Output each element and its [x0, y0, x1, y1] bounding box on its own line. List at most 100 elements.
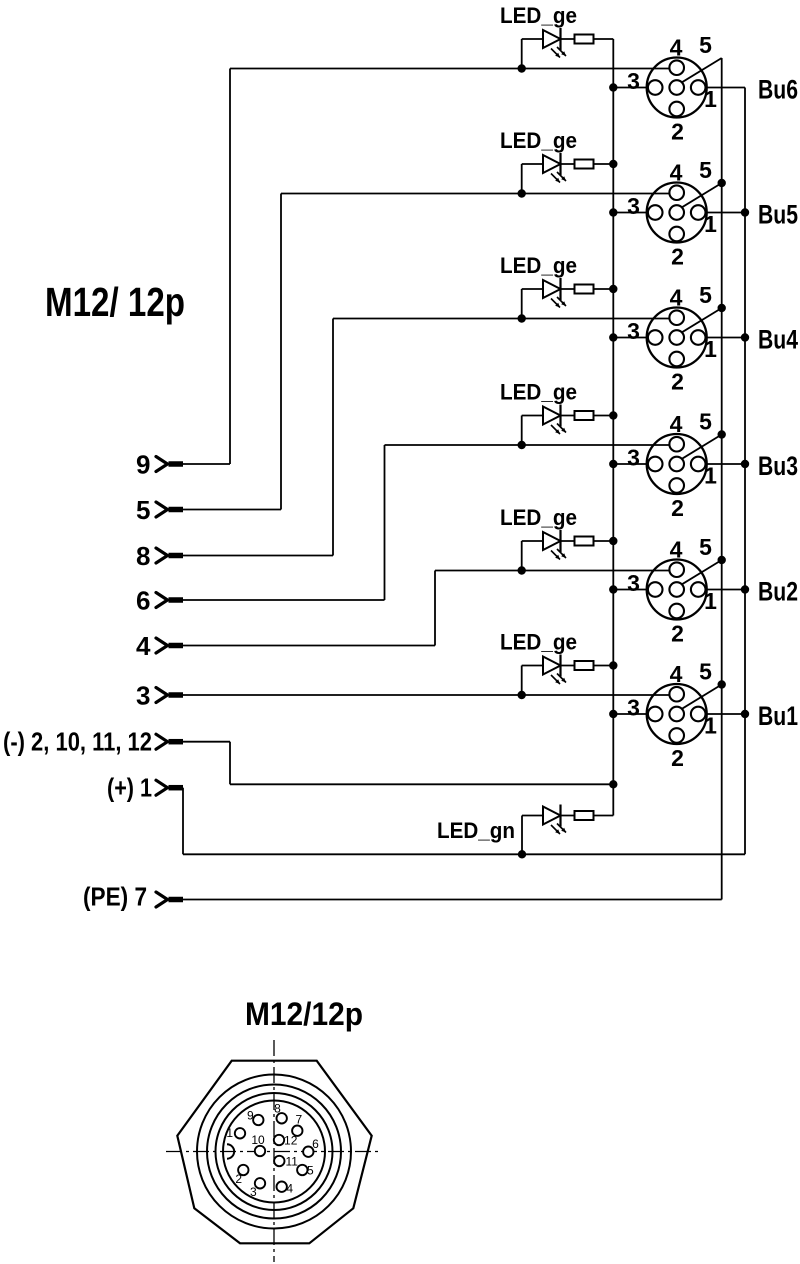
component-layer — [517, 28, 750, 859]
resistor — [573, 810, 595, 821]
junction-dot — [740, 333, 750, 342]
junction-dot — [517, 189, 526, 198]
terminal-contact-symbol — [154, 500, 183, 519]
terminal-contact-symbol — [154, 685, 183, 705]
junction-dot — [609, 536, 618, 546]
terminal-layer — [154, 454, 183, 909]
socket-pin-hole — [689, 204, 707, 221]
socket-bu6 — [645, 56, 708, 119]
socket-pin-hole — [646, 329, 664, 346]
socket-pin2-label: 2 — [671, 745, 684, 771]
terminal-chevron-icon — [154, 590, 170, 610]
socket-pin4-label: 4 — [670, 285, 683, 311]
led-arrow-head — [561, 827, 566, 833]
socket-name-label: Bu4 — [758, 325, 798, 355]
socket-pin-hole — [689, 329, 707, 346]
socket-name-label: Bu6 — [758, 75, 798, 105]
led-ge-label: LED_ge — [500, 128, 577, 153]
led-arrow-head — [561, 553, 566, 558]
pe-terminal-label: (PE) 7 — [83, 882, 147, 912]
junction-dot — [609, 709, 618, 719]
led-arrow-head — [555, 52, 560, 58]
face-pin-label-11: 11 — [285, 1154, 298, 1168]
led-ge-diode — [542, 654, 563, 677]
junction-dot — [517, 64, 526, 73]
socket-pin5-label: 5 — [699, 409, 712, 435]
socket-pin-hole — [646, 204, 664, 221]
socket-pin-hole — [668, 561, 686, 579]
socket-pin3-label: 3 — [627, 570, 640, 596]
face-pin-hole-12 — [272, 1133, 286, 1147]
junction-dot — [717, 680, 726, 689]
socket-pin1-label: 1 — [704, 86, 717, 112]
junction-dot — [717, 555, 726, 565]
terminal-pin-number: 8 — [136, 541, 150, 571]
terminal-chevron-icon — [154, 890, 170, 909]
socket-name-label: Bu5 — [758, 200, 798, 230]
led-ge-label: LED_ge — [500, 380, 577, 405]
face-pin-hole-9 — [252, 1113, 265, 1127]
socket-pin-hole — [668, 602, 686, 620]
led-arrow-head — [555, 829, 560, 834]
junction-dot — [609, 83, 618, 92]
led-arrow-head — [561, 51, 566, 56]
terminal-pin-number: 3 — [136, 681, 150, 711]
socket-pin5-label: 5 — [699, 659, 712, 685]
terminal-chevron-icon — [154, 500, 170, 519]
socket-pin2-label: 2 — [671, 621, 684, 647]
socket-pin-hole — [668, 309, 686, 327]
junction-dot — [517, 850, 527, 859]
face-pin-hole-10 — [253, 1144, 267, 1158]
led-arrow-head — [561, 301, 566, 306]
socket-pin3-label: 3 — [627, 445, 640, 471]
socket-pin1-label: 1 — [704, 211, 717, 237]
led-arrow-head — [555, 429, 560, 434]
junction-dot — [717, 430, 726, 439]
socket-bu5 — [645, 181, 708, 244]
socket-pin-hole — [689, 705, 707, 723]
socket-pin-hole — [668, 581, 686, 598]
socket-name-label: Bu2 — [758, 577, 798, 607]
socket-pin5-label: 5 — [699, 282, 712, 308]
led-ge-diode — [542, 530, 563, 552]
socket-pin5-label: 5 — [699, 157, 712, 183]
led-arrow-head — [561, 176, 566, 181]
socket-pin5-label: 5 — [699, 534, 712, 560]
plus-terminal-label: (+) 1 — [107, 773, 152, 803]
junction-dot — [740, 459, 750, 469]
socket-pin4-label: 4 — [670, 35, 683, 61]
socket-pin-hole — [668, 79, 686, 96]
terminal-contact-symbol — [154, 590, 183, 610]
junction-dot — [740, 208, 750, 217]
socket-pin-hole — [689, 581, 707, 598]
socket-pin4-label: 4 — [670, 537, 683, 563]
socket-pin-hole — [646, 79, 664, 96]
led-arrow-head — [555, 554, 560, 560]
junction-dot — [517, 314, 526, 323]
socket-pin2-label: 2 — [671, 495, 684, 521]
face-pin-hole-8 — [275, 1112, 288, 1125]
socket-pin-hole — [668, 477, 686, 494]
minus-terminal-label: (-) 2, 10, 11, 12 — [3, 727, 152, 757]
socket-bu1 — [645, 682, 708, 746]
junction-dot — [517, 440, 526, 450]
face-pin-label-5: 5 — [307, 1164, 314, 1178]
led-ge-diode — [542, 404, 563, 427]
face-pin-hole-3 — [253, 1177, 267, 1190]
face-pin-label-7: 7 — [295, 1113, 302, 1127]
socket-pin4-label: 4 — [670, 411, 683, 437]
socket-pin1-label: 1 — [704, 588, 717, 614]
junction-dot — [717, 178, 726, 188]
socket-pin1-label: 1 — [704, 713, 717, 739]
terminal-contact-symbol — [154, 890, 183, 909]
terminal-chevron-icon — [154, 454, 170, 474]
face-pin-label-2: 2 — [235, 1172, 242, 1186]
socket-layer — [645, 56, 708, 746]
socket-bu3 — [645, 432, 708, 496]
socket-pin-hole — [668, 184, 686, 202]
socket-pin-hole — [668, 100, 686, 118]
socket-pin-hole — [668, 455, 686, 473]
